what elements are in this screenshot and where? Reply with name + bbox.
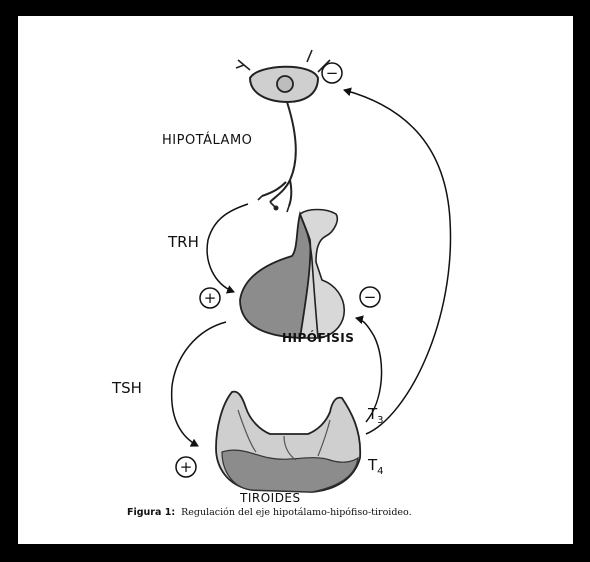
arrow-feedback-hypothalamus [344,90,451,434]
t4-letter: T [368,456,377,474]
arrow-trh [207,204,248,292]
t4-subscript: 4 [377,466,383,477]
hypothalamus-feedback-sign: − [326,64,339,82]
pituitary-gland [240,210,344,339]
t3-subscript: 3 [377,415,383,426]
hypothalamus-neuron [236,50,334,212]
figure-caption: Figura 1: Regulación del eje hipotálamo-h… [127,507,412,518]
t4-label: T4 [368,456,384,477]
pituitary-label: HIPÓFISIS [282,331,354,345]
thyroid-stimulation-sign: + [180,458,193,476]
t3-label: T3 [368,405,384,426]
thyroid-label: TIROIDES [240,491,301,505]
caption-label: Figura 1: [127,507,175,518]
pituitary-feedback-sign: − [364,288,377,306]
caption-text: Regulación del eje hipotálamo-hipófiso-t… [181,507,411,518]
tsh-label: TSH [112,379,142,397]
trh-label: TRH [168,233,199,251]
t3-letter: T [368,405,377,423]
pituitary-stimulation-sign: + [204,289,217,307]
thyroid-gland [216,392,360,492]
hypothalamus-label: HIPOTÁLAMO [162,133,252,148]
